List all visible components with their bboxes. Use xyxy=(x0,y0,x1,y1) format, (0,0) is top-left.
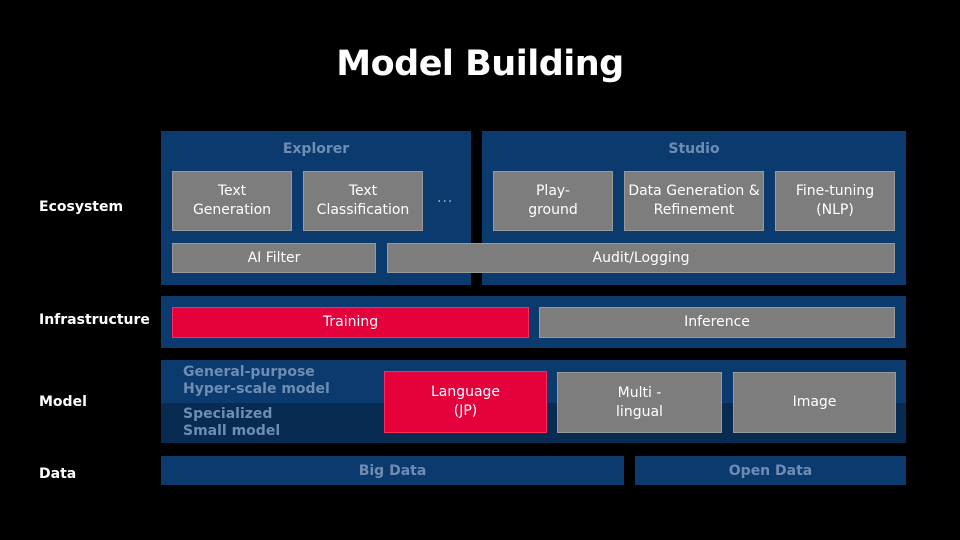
ai-filter-box: AI Filter xyxy=(172,243,376,273)
general-model-label-line2: Hyper-scale model xyxy=(183,381,330,397)
explorer-heading: Explorer xyxy=(282,141,350,157)
general-model-label: General-purpose Hyper-scale model xyxy=(183,364,330,398)
inference-box: Inference xyxy=(539,307,895,338)
text-generation-box: Text Generation xyxy=(172,171,292,231)
row-label-ecosystem: Ecosystem xyxy=(39,199,124,215)
row-label-data: Data xyxy=(39,466,77,482)
general-model-label-line1: General-purpose xyxy=(183,364,315,380)
data-generation-box: Data Generation & Refinement xyxy=(624,171,764,231)
studio-heading: Studio xyxy=(668,141,720,157)
specialized-model-label: Specialized Small model xyxy=(183,406,280,440)
multilingual-box: Multi -lingual xyxy=(557,372,722,433)
audit-logging-box: Audit/Logging xyxy=(387,243,895,273)
open-data-bar: Open Data xyxy=(635,456,906,485)
language-jp-box: Language (JP) xyxy=(384,371,547,433)
row-label-infrastructure: Infrastructure xyxy=(39,312,150,328)
training-box: Training xyxy=(172,307,529,338)
fine-tuning-box: Fine-tuning (NLP) xyxy=(775,171,895,231)
more-ellipsis: ... xyxy=(437,190,454,206)
specialized-model-label-line1: Specialized xyxy=(183,406,273,422)
text-classification-box: Text Classification xyxy=(303,171,423,231)
image-box: Image xyxy=(733,372,896,433)
specialized-model-label-line2: Small model xyxy=(183,423,281,439)
playground-box: Play- ground xyxy=(493,171,613,231)
big-data-bar: Big Data xyxy=(161,456,624,485)
row-label-model: Model xyxy=(39,394,87,410)
page-title: Model Building xyxy=(336,44,624,84)
